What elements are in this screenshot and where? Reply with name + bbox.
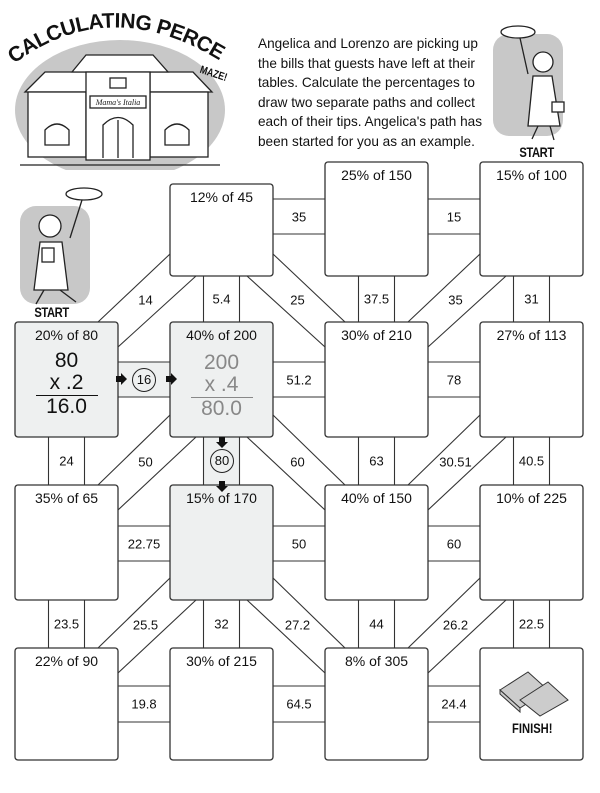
svg-text:Mama's Italia: Mama's Italia <box>95 98 141 107</box>
connector-label: 31 <box>524 291 539 307</box>
connector-label: 37.5 <box>363 291 390 307</box>
connector-label: 25.5 <box>132 617 159 633</box>
connector-label: 5.4 <box>212 291 231 307</box>
work-line: 80.0 <box>201 397 242 420</box>
diagonal-edge <box>272 577 346 649</box>
finish-text: FINISH! <box>512 720 553 736</box>
work-line: 200 <box>203 351 240 374</box>
diagonal-edge <box>272 253 346 323</box>
connector-label: 63 <box>369 453 384 469</box>
connector-label: 51.2 <box>286 372 312 387</box>
box-problem: 12% of 45 <box>189 189 254 205</box>
diagonal-edge <box>427 275 507 348</box>
work-line: 16.0 <box>46 395 87 418</box>
connector-label: 60 <box>290 454 305 470</box>
maze-box[interactable] <box>14 484 119 601</box>
box-problem: 40% of 150 <box>341 490 412 506</box>
arrow-down-icon <box>216 481 228 492</box>
connector-label: 23.5 <box>53 616 80 632</box>
box-problem: 10% of 225 <box>496 490 567 506</box>
connector-label: 32 <box>214 616 229 632</box>
box-problem: 15% of 100 <box>496 167 567 183</box>
box-problem: 15% of 170 <box>186 490 257 506</box>
diagonal-edge <box>117 275 197 348</box>
maze-box[interactable] <box>479 484 584 601</box>
diagonal-edge <box>246 436 326 511</box>
connector-label: 22.5 <box>518 616 545 632</box>
arrow-down-icon <box>216 437 228 448</box>
diagonal-edge <box>427 436 507 511</box>
maze-box[interactable] <box>324 321 429 438</box>
connector-label: 78 <box>446 372 462 387</box>
connector-label: 50 <box>291 536 307 551</box>
maze-box[interactable] <box>479 161 584 277</box>
connector-label: 40.5 <box>518 453 545 469</box>
divider <box>35 395 98 396</box>
connector-label: 27.2 <box>284 617 311 633</box>
diagonal-edge <box>97 577 171 649</box>
diagonal-edge <box>117 436 197 511</box>
instructions: Angelica and Lorenzo are picking up the … <box>258 36 483 149</box>
diagonal-edge <box>97 253 171 323</box>
maze-box[interactable] <box>479 321 584 438</box>
arrow-right-icon <box>116 373 127 385</box>
finish-label: FINISH! <box>481 720 584 736</box>
maze-box[interactable] <box>324 161 429 277</box>
work-line: x .2 <box>49 371 84 394</box>
circled-answer: 16 <box>132 368 156 392</box>
arrow-right-icon <box>166 373 177 385</box>
connector-label: 44 <box>369 616 384 632</box>
box-problem: 40% of 200 <box>186 327 257 343</box>
box-problem: 30% of 210 <box>341 327 412 343</box>
diagonal-edge <box>407 577 481 649</box>
angelica-start-label: START <box>34 304 69 320</box>
restaurant-illustration: CALCULATING PERCENTAGES Mama's Italia <box>0 0 229 170</box>
connector-label: 25 <box>290 292 305 308</box>
angelica-illustration <box>20 187 103 305</box>
work-line: 80 <box>54 349 79 372</box>
connector-label: 64.5 <box>286 696 312 712</box>
diagonal-edge <box>407 253 481 323</box>
box-problem: 35% of 65 <box>34 490 99 506</box>
connector-label: 15 <box>446 209 462 224</box>
lorenzo-start-label: START <box>519 144 554 160</box>
box-problem: 22% of 90 <box>34 653 99 669</box>
connector-label: 35 <box>291 209 307 224</box>
circled-answer: 80 <box>210 449 234 473</box>
box-problem: 20% of 80 <box>34 327 99 343</box>
diagonal-edge <box>407 414 481 486</box>
connector-label: 35 <box>448 292 463 308</box>
connector-label: 24.4 <box>441 696 467 712</box>
maze-box[interactable] <box>324 647 429 761</box>
connector-label: 14 <box>138 292 153 308</box>
maze-box[interactable] <box>169 183 274 277</box>
maze-box[interactable] <box>169 647 274 761</box>
diagonal-edge <box>246 275 326 348</box>
money-icon <box>499 671 569 717</box>
connector-label: 24 <box>59 453 74 469</box>
connector-label: 30.51 <box>439 454 472 470</box>
lorenzo-illustration <box>493 25 565 141</box>
work-line: x .4 <box>204 373 239 396</box>
box-problem: 30% of 215 <box>186 653 257 669</box>
diagonal-edge <box>117 599 197 674</box>
connector-label: 19.8 <box>131 696 157 712</box>
connector-label: 22.75 <box>127 536 161 551</box>
maze-box[interactable] <box>14 647 119 761</box>
box-problem: 27% of 113 <box>496 327 567 343</box>
divider <box>190 397 253 398</box>
connector-label: 60 <box>446 536 462 551</box>
maze-box[interactable] <box>324 484 429 601</box>
diagonal-edge <box>246 599 326 674</box>
connector-label: 26.2 <box>442 617 469 633</box>
box-problem: 25% of 150 <box>341 167 412 183</box>
connector-label: 50 <box>138 454 153 470</box>
diagonal-edge <box>97 414 171 486</box>
diagonal-edge <box>427 599 507 674</box>
diagonal-edge <box>272 414 346 486</box>
box-problem: 8% of 305 <box>344 653 409 669</box>
